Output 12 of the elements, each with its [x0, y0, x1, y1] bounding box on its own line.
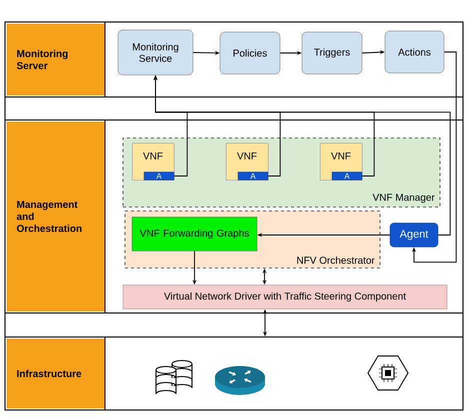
- agent-tab: A: [144, 172, 174, 180]
- agent-tab: A: [332, 172, 362, 180]
- process-box: Monitoring Service: [118, 30, 194, 76]
- agent-box: Agent: [390, 222, 438, 248]
- process-box: Policies: [220, 32, 280, 74]
- band: Infrastructure: [4, 336, 464, 410]
- process-box: Triggers: [302, 32, 362, 74]
- arrow: [412, 52, 457, 263]
- driver-bar: Virtual Network Driver with Traffic Steering Component: [122, 284, 448, 310]
- process-box: Actions: [384, 30, 444, 74]
- process-box: VNF Forwarding Graphs: [132, 216, 258, 252]
- agent-tab: A: [238, 172, 268, 180]
